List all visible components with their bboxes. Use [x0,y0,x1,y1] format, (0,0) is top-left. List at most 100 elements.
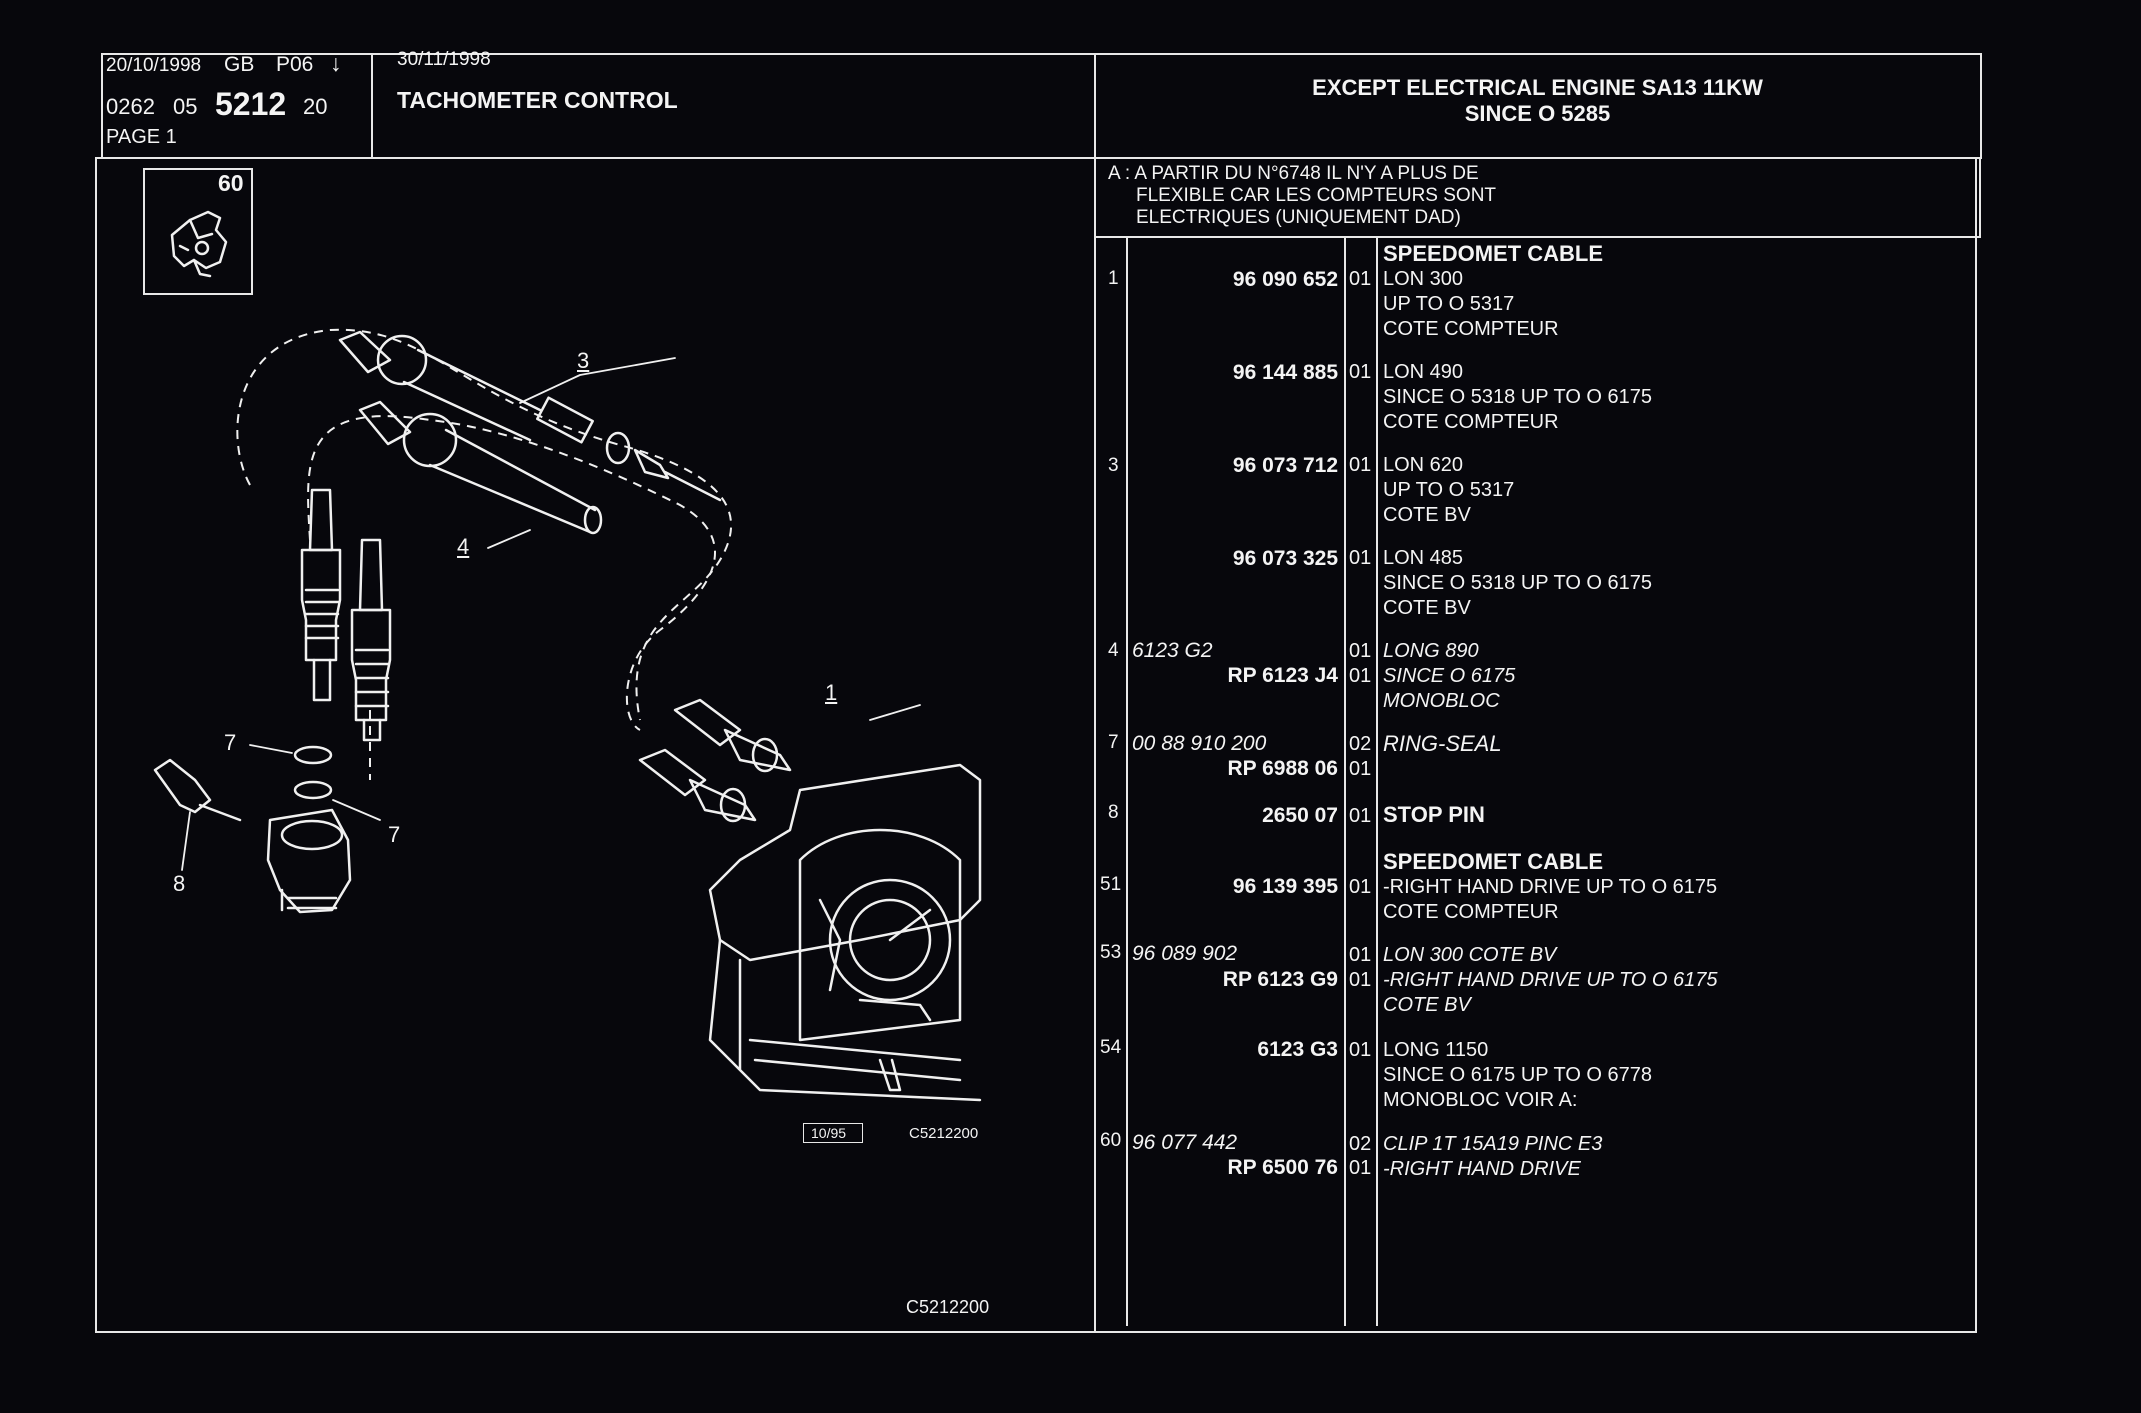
part-desc: COTE COMPTEUR [1383,901,1559,923]
part-number: RP 6123 J4 [1227,664,1338,687]
condition-line-1: EXCEPT ELECTRICAL ENGINE SA13 11KW [1312,75,1763,100]
part-ref: 96 089 902 [1132,942,1238,965]
table-col-line-2 [1344,236,1346,1326]
page-title: TACHOMETER CONTROL [397,87,678,113]
part-desc: COTE COMPTEUR [1383,318,1559,340]
part-desc: LONG 1150 [1383,1039,1489,1061]
part-item: 53 [1100,942,1122,963]
header-ref-a: 0262 [106,94,155,119]
part-qty: 02 [1349,733,1372,755]
section-title-2: SPEEDOMET CABLE [1383,849,1604,874]
part-number: 96 090 652 [1232,268,1338,291]
header-ref-b: 05 [173,94,198,119]
part-qty: 01 [1349,547,1372,569]
part-qty: 01 [1349,876,1372,898]
part-desc: UP TO O 5317 [1383,293,1515,315]
part-desc: LONG 890 [1383,640,1479,662]
part-desc: -RIGHT HAND DRIVE UP TO O 6175 [1383,969,1718,991]
diagram-stamp-box [803,1123,863,1143]
part-number: 96 139 395 [1232,875,1338,898]
part-qty: 01 [1349,969,1372,991]
part-desc: COTE COMPTEUR [1383,411,1559,433]
condition-line-2: SINCE O 5285 [1464,101,1611,126]
callout-8: 8 [173,871,186,896]
part-item: 51 [1100,874,1122,895]
part-number: RP 6500 76 [1227,1156,1338,1179]
part-number: 96 144 885 [1232,361,1338,384]
part-desc: -RIGHT HAND DRIVE UP TO O 6175 [1383,876,1718,898]
thumbnail-number: 60 [218,170,244,196]
part-number: 2650 07 [1262,804,1338,827]
part-desc: COTE BV [1383,597,1471,619]
header-date: 20/10/1998 [106,55,202,76]
part-qty: 01 [1349,268,1372,290]
header-divider-1 [371,53,373,159]
diagram-stamp: 10/95 [811,1125,847,1141]
note-line-1: A : A PARTIR DU N°6748 IL N'Y A PLUS DE [1108,163,1479,184]
part-item: 8 [1108,802,1119,823]
part-number: 96 073 325 [1232,547,1338,570]
part-qty: 02 [1349,1133,1372,1155]
part-item: 60 [1100,1130,1122,1151]
part-desc: MONOBLOC [1383,690,1500,712]
note-line-3: ELECTRIQUES (UNIQUEMENT DAD) [1136,207,1461,228]
part-qty: 01 [1349,758,1372,780]
part-number: 96 073 712 [1232,454,1338,477]
callout-7-lower: 7 [388,822,401,847]
header-page-code: P06 [276,53,314,76]
header-page-label: PAGE 1 [106,126,177,148]
header-divider-2 [1094,53,1096,159]
part-desc: SINCE O 5318 UP TO O 6175 [1383,386,1653,408]
part-qty: 01 [1349,1157,1372,1179]
down-arrow-icon: ↓ [330,50,342,76]
part-desc: -RIGHT HAND DRIVE [1383,1158,1581,1180]
part-ref: 6123 G2 [1132,639,1213,662]
header-ref-main: 5212 [215,86,287,122]
part-desc: SINCE O 5318 UP TO O 6175 [1383,572,1653,594]
part-qty: 01 [1349,805,1372,827]
part-qty: 01 [1349,944,1372,966]
header-ref-c: 20 [303,94,328,119]
header-lang: GB [224,53,255,76]
part-desc: LON 300 COTE BV [1383,944,1557,966]
part-qty: 01 [1349,640,1372,662]
part-item: 3 [1108,455,1119,476]
diagram-code: C5212200 [909,1125,979,1142]
part-desc: RING-SEAL [1383,731,1502,756]
part-item: 7 [1108,732,1119,753]
part-desc: LON 485 [1383,547,1464,569]
part-desc: SINCE O 6175 UP TO O 6778 [1383,1064,1653,1086]
part-item: 54 [1100,1037,1122,1058]
part-item: 4 [1108,640,1119,661]
part-desc: CLIP 1T 15A19 PINC E3 [1383,1133,1603,1155]
part-ref: 00 88 910 200 [1132,732,1267,755]
part-desc: MONOBLOC VOIR A: [1383,1089,1578,1111]
assembly-thumbnail-icon [170,210,228,278]
callout-1: 1 [825,680,838,705]
part-desc: STOP PIN [1383,802,1485,827]
part-desc: LON 620 [1383,454,1464,476]
table-col-line-3 [1376,236,1378,1326]
part-qty: 01 [1349,1039,1372,1061]
part-number: 6123 G3 [1257,1038,1338,1061]
header-date-2: 30/11/1998 [397,49,491,70]
diagram-divider [1094,157,1096,1333]
callout-7-upper: 7 [224,730,237,755]
part-qty: 01 [1349,361,1372,383]
part-item: 1 [1108,268,1119,289]
callout-3: 3 [577,348,590,373]
assembly-thumbnail[interactable] [143,168,253,295]
part-ref: 96 077 442 [1132,1131,1238,1154]
part-qty: 01 [1349,454,1372,476]
part-desc: LON 300 [1383,268,1464,290]
body-frame [95,157,1977,1333]
callout-4: 4 [457,534,470,559]
part-desc: SINCE O 6175 [1383,665,1516,687]
diagram-bottom-code: C5212200 [906,1297,990,1317]
note-line-2: FLEXIBLE CAR LES COMPTEURS SONT [1136,185,1497,206]
part-desc: COTE BV [1383,994,1471,1016]
part-desc: COTE BV [1383,504,1471,526]
part-desc: LON 490 [1383,361,1464,383]
part-desc: UP TO O 5317 [1383,479,1515,501]
part-qty: 01 [1349,665,1372,687]
